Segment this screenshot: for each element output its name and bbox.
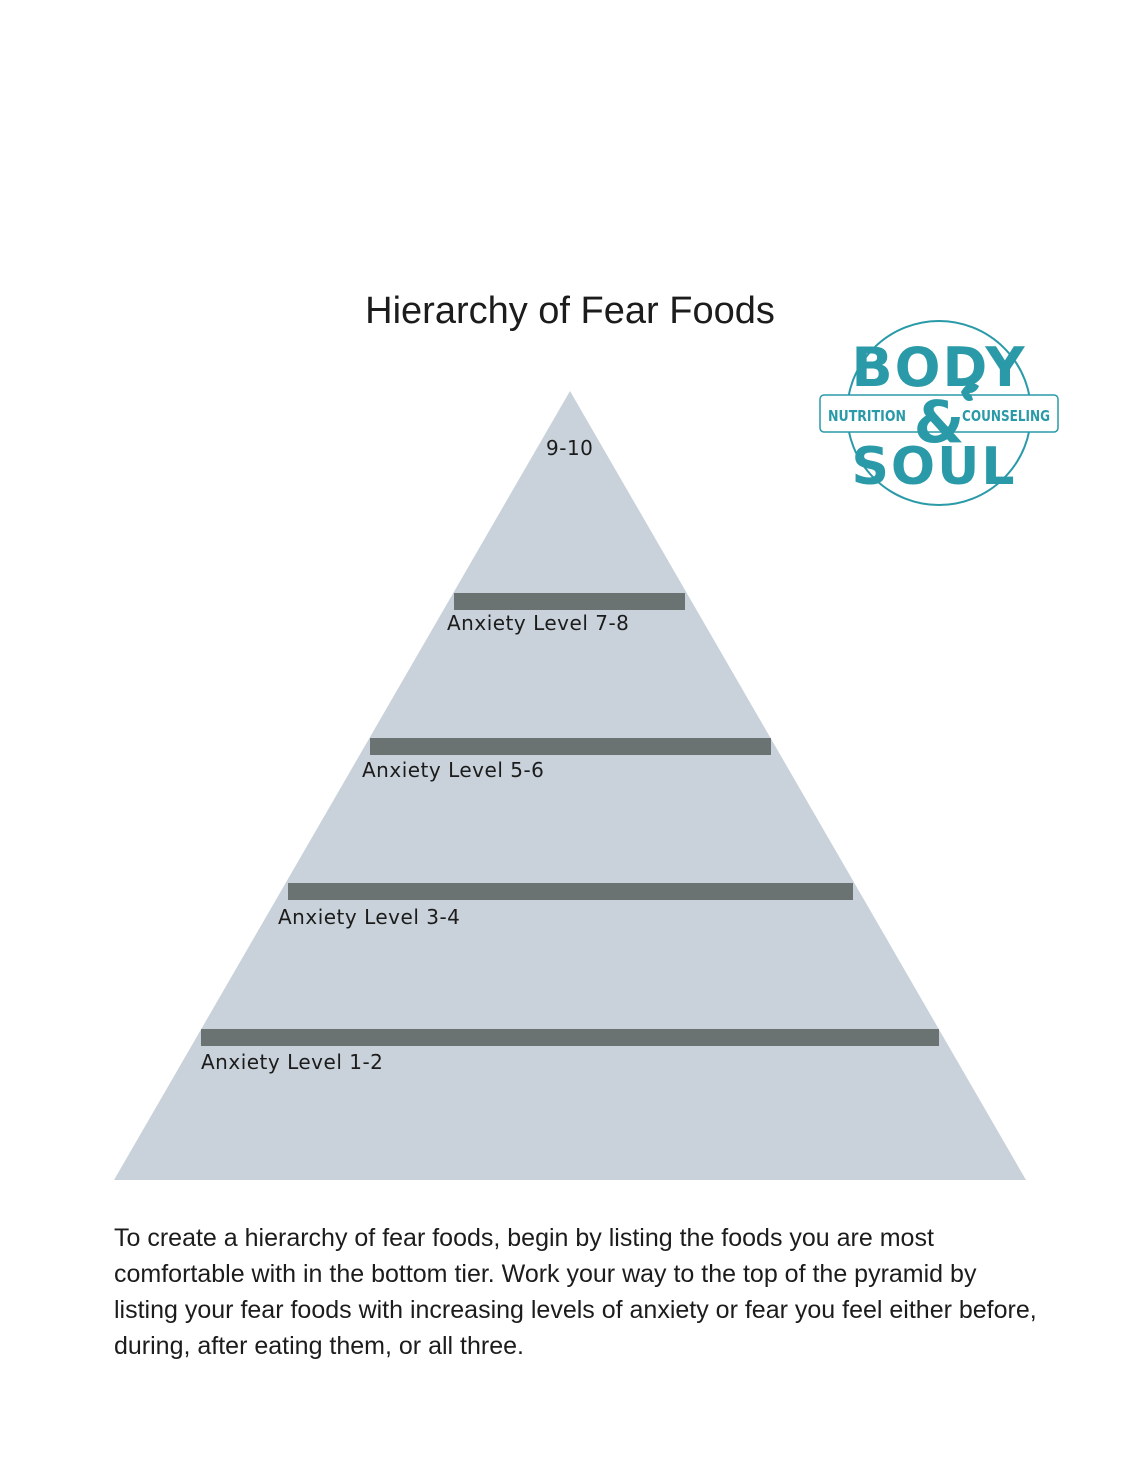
pyramid-shape [114,391,1026,1180]
tier-label-3-4: Anxiety Level 3-4 [278,905,461,929]
tier-divider-5-6 [370,738,771,755]
tier-label-7-8: Anxiety Level 7-8 [447,611,630,635]
page-title: Hierarchy of Fear Foods [365,290,775,332]
logo-word-body: BODY [851,336,1026,399]
tier-divider-3-4 [288,883,853,900]
tier-label-9-10: 9-10 [546,436,594,460]
instructions-paragraph: To create a hierarchy of fear foods, beg… [114,1224,1037,1360]
logo-counseling: COUNSELING [962,407,1050,425]
tier-label-5-6: Anxiety Level 5-6 [362,758,545,782]
logo-nutrition: NUTRITION [828,407,906,425]
tier-label-1-2: Anxiety Level 1-2 [201,1050,384,1074]
logo-ampersand: & [914,388,965,456]
logo-word-soul: SOUL [851,437,1016,497]
body-soul-logo: BODY & NUTRITION COUNSELING SOUL [819,320,1059,506]
tier-divider-1-2 [201,1029,939,1046]
butterfly-icon [961,383,979,401]
tier-divider-7-8 [454,593,685,610]
